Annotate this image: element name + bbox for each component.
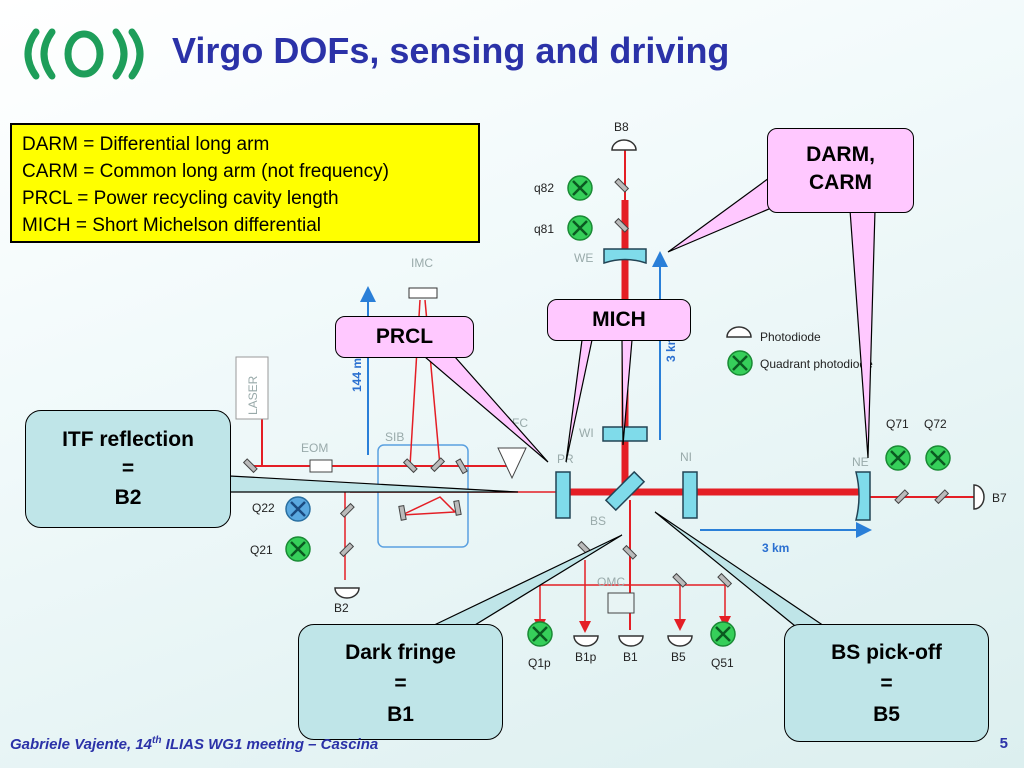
callout-dark-fringe: Dark fringe = B1 <box>298 624 503 740</box>
label-q72: Q72 <box>924 417 947 431</box>
callout-dark-fringe-line3: B1 <box>387 703 414 726</box>
label-ni: NI <box>680 450 692 464</box>
label-ne: NE <box>852 455 869 469</box>
label-3km-horizontal: 3 km <box>762 541 789 555</box>
wi-mirror <box>602 426 648 442</box>
callout-bs-pickoff: BS pick-off = B5 <box>784 624 989 742</box>
pointer-prcl <box>423 356 549 463</box>
callout-darm-carm-line1: DARM, <box>806 143 875 166</box>
pointer-darm-carm-ne <box>849 209 876 459</box>
label-pr: PR <box>557 452 574 466</box>
label-wi: WI <box>579 426 594 440</box>
virgo-logo <box>24 28 144 80</box>
label-q21: Q21 <box>250 543 273 557</box>
label-sib: SIB <box>385 430 404 444</box>
pr-mirror <box>555 471 571 519</box>
footer-author-name: Gabriele Vajente, 14 <box>10 736 153 753</box>
laser-box <box>235 356 269 420</box>
omc <box>607 592 635 614</box>
label-q22: Q22 <box>252 501 275 515</box>
callout-mich: MICH <box>547 299 691 341</box>
label-144m: 144 m <box>350 358 364 392</box>
callout-itf-reflection: ITF reflection = B2 <box>25 410 231 528</box>
callout-bs-pickoff-line2: = <box>880 672 893 695</box>
callout-mich-text: MICH <box>592 308 646 331</box>
callout-prcl: PRCL <box>335 316 474 358</box>
definition-mich: MICH = Short Michelson differential <box>22 215 322 236</box>
sib-bench <box>377 444 469 548</box>
label-q82: q82 <box>534 181 554 195</box>
footer-author: Gabriele Vajente, 14th ILIAS WG1 meeting… <box>10 735 378 753</box>
definition-prcl: PRCL = Power recycling cavity length <box>22 188 339 209</box>
pointer-dark-fringe <box>427 534 623 629</box>
callout-dark-fringe-line2: = <box>394 672 407 695</box>
callout-darm-carm-line2: CARM <box>809 171 872 194</box>
pointer-itf-reflection <box>229 475 519 493</box>
label-omc: OMC <box>597 575 625 589</box>
legend-quadrant-photodiode: Quadrant photodiode <box>760 357 873 371</box>
label-b7: B7 <box>992 491 1007 505</box>
callout-bs-pickoff-line3: B5 <box>873 703 900 726</box>
label-b1p: B1p <box>575 650 597 664</box>
label-q51: Q51 <box>711 656 734 670</box>
label-b2: B2 <box>334 601 349 615</box>
bs-mirror <box>604 470 646 512</box>
callout-itf-line2: = <box>121 457 135 480</box>
label-3km-vertical: 3 km <box>664 335 678 362</box>
label-we: WE <box>574 251 593 265</box>
label-b8: B8 <box>614 120 629 134</box>
pointer-mich-left <box>565 339 593 463</box>
ni-mirror <box>682 471 698 519</box>
label-eom: EOM <box>301 441 328 455</box>
callout-itf-line3: B2 <box>114 486 142 509</box>
imc-mirror <box>408 287 438 299</box>
faraday <box>497 447 527 480</box>
label-imc: IMC <box>411 256 433 270</box>
label-q71: Q71 <box>886 417 909 431</box>
label-b5: B5 <box>671 650 686 664</box>
we-mirror <box>603 248 647 265</box>
label-q1p: Q1p <box>528 656 551 670</box>
ne-mirror <box>855 471 871 521</box>
page-number: 5 <box>999 735 1008 752</box>
callout-bs-pickoff-line1: BS pick-off <box>831 641 942 664</box>
label-bs: BS <box>590 514 606 528</box>
eom <box>309 459 333 473</box>
label-laser: LASER <box>246 375 260 415</box>
label-q81: q81 <box>534 222 554 236</box>
callout-darm-carm: DARM, CARM <box>767 128 914 213</box>
callout-dark-fringe-line1: Dark fringe <box>345 641 456 664</box>
callout-prcl-text: PRCL <box>375 325 434 348</box>
footer-meeting: ILIAS WG1 meeting – Cascina <box>161 736 379 753</box>
definitions-box: DARM = Differential long arm CARM = Comm… <box>10 123 480 243</box>
footer-sup: th <box>152 735 162 746</box>
definition-darm: DARM = Differential long arm <box>22 134 270 155</box>
definition-carm: CARM = Common long arm (not frequency) <box>22 161 389 182</box>
legend-photodiode: Photodiode <box>760 330 821 344</box>
label-b1: B1 <box>623 650 638 664</box>
slide-title: Virgo DOFs, sensing and driving <box>172 30 730 71</box>
callout-itf-line1: ITF reflection <box>62 428 194 451</box>
